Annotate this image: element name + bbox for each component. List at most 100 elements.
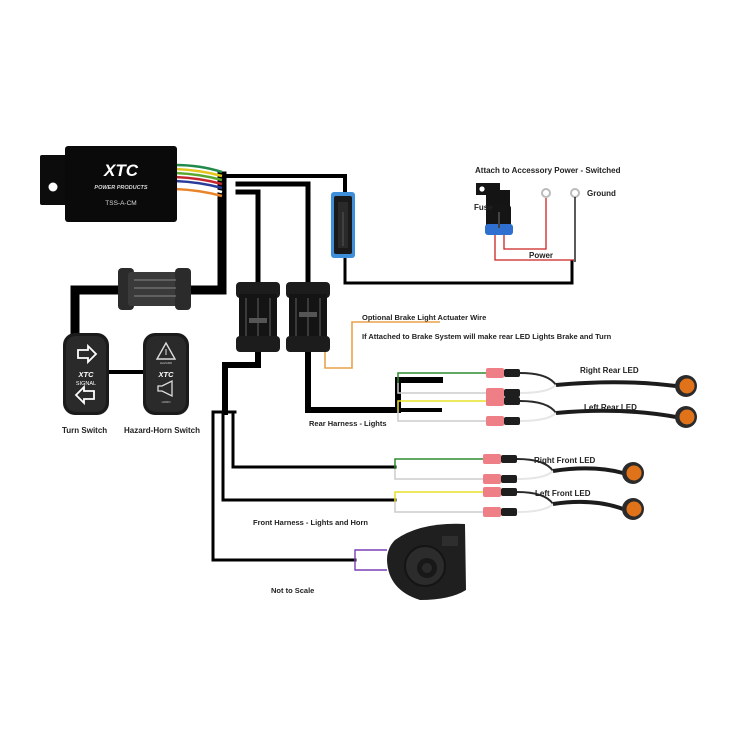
- power-heading: Attach to Accessory Power - Switched: [475, 166, 621, 175]
- signal-wire: [397, 400, 486, 411]
- front-connector-out-wire: [222, 347, 261, 415]
- brake-actuator-wire: [324, 321, 440, 369]
- led-assemblies: Right Rear LED Left Rear LED Right Front L…: [394, 366, 697, 520]
- led-lead-white: [516, 503, 554, 513]
- bullet-connector: [504, 417, 520, 425]
- mount-hole: [48, 182, 58, 192]
- hazard-horn-switch[interactable]: HAZARD XTC HORN: [143, 333, 189, 415]
- crimp-connector: [486, 416, 504, 426]
- crimp-connector: [486, 388, 504, 398]
- hazard-triangle-icon: [155, 341, 177, 360]
- bullet-connector: [501, 488, 517, 496]
- ground-label: Ground: [587, 189, 616, 198]
- white-wire: [394, 469, 483, 480]
- crimp-connector: [483, 507, 501, 517]
- led-lens: [626, 465, 642, 481]
- led-assembly: Right Front LED: [394, 454, 644, 484]
- fuse-label: Fuse: [474, 203, 493, 212]
- bullet-connector: [501, 508, 517, 516]
- led-assembly: Right Rear LED: [397, 366, 697, 398]
- hazard-text: HAZARD: [160, 361, 173, 365]
- signal-wire: [397, 372, 486, 383]
- turn-switch-label: Turn Switch: [62, 426, 107, 435]
- led-lead-white: [519, 412, 557, 422]
- horn: [387, 523, 466, 600]
- crimp-connector: [486, 368, 504, 378]
- horn-wire-purple: [354, 549, 387, 571]
- crimp-connector: [483, 487, 501, 497]
- bullet-connector: [504, 389, 520, 397]
- turn-switch-text: SIGNAL: [76, 381, 96, 387]
- switch-wire: [70, 285, 125, 335]
- crimp-connector: [486, 396, 504, 406]
- led-label: Right Front LED: [534, 456, 596, 465]
- right-front-harness-wire: [231, 410, 397, 469]
- bullet-connector: [504, 397, 520, 405]
- bullet-connector: [504, 369, 520, 377]
- power-red-wire-2: [494, 235, 574, 261]
- front-harness-connector: [236, 282, 280, 352]
- fuse-tap: [476, 183, 513, 235]
- horn-harness-wire: [211, 410, 357, 562]
- led-lead-black: [516, 458, 554, 472]
- led-lens: [679, 409, 695, 425]
- led-lead-black: [516, 491, 554, 505]
- not-to-scale-note: Not to Scale: [271, 586, 314, 595]
- led-lead-black: [519, 400, 557, 414]
- ground-ring-terminal: [570, 188, 580, 198]
- turn-switch[interactable]: XTC SIGNAL: [63, 333, 109, 415]
- led-lens: [679, 378, 695, 394]
- brake-line-1: Optional Brake Light Actuater Wire: [362, 313, 486, 322]
- signal-wire: [394, 458, 483, 469]
- crimp-connector: [483, 474, 501, 484]
- led-cable: [555, 380, 677, 388]
- module-wire-bundle: [174, 163, 223, 198]
- left-arrow-icon: [74, 384, 95, 406]
- module-body: [65, 146, 177, 222]
- wire-to-rear-connector: [235, 181, 311, 288]
- left-front-harness-wire: [221, 410, 397, 502]
- led-cable: [555, 408, 677, 419]
- white-wire: [397, 411, 486, 422]
- rear-harness-label: Rear Harness - Lights: [309, 419, 387, 428]
- led-cable: [552, 499, 624, 511]
- turn-switch-brand: XTC: [78, 370, 95, 379]
- module-model: TSS-A-CM: [105, 200, 136, 207]
- hazard-switch-brand: XTC: [158, 370, 175, 379]
- led-label: Right Rear LED: [580, 366, 639, 375]
- right-arrow-icon: [77, 343, 98, 365]
- white-wire: [394, 502, 483, 513]
- power-feed-wire: [343, 253, 574, 285]
- crimp-connector: [483, 454, 501, 464]
- signal-wire: [394, 491, 483, 502]
- brake-line-2: If Attached to Brake System will make re…: [362, 332, 612, 341]
- led-label: Left Rear LED: [584, 403, 637, 412]
- led-lead-white: [516, 470, 554, 480]
- bullet-connector: [501, 475, 517, 483]
- module-mount-tab: [40, 155, 70, 205]
- front-harness-label: Front Harness - Lights and Horn: [253, 518, 368, 527]
- horn-icon: [157, 379, 173, 398]
- led-assembly: Left Rear LED: [397, 396, 697, 428]
- hazard-horn-switch-label: Hazard-Horn Switch: [124, 426, 200, 435]
- power-label: Power: [529, 251, 553, 260]
- power-ring-terminal: [541, 188, 551, 198]
- horn-text: HORN: [162, 400, 171, 404]
- top-wire-to-blue-connector: [220, 174, 347, 197]
- led-lead-white: [519, 384, 557, 394]
- bullet-connector: [501, 455, 517, 463]
- led-lens: [626, 501, 642, 517]
- rear-harness-connector: [286, 282, 330, 352]
- led-cable: [552, 466, 624, 475]
- led-assembly: Left Front LED: [394, 487, 644, 520]
- switch-inline-connector: [118, 268, 191, 310]
- white-wire: [397, 383, 486, 394]
- control-module: XTC POWER PRODUCTS TSS-A-CM: [40, 146, 223, 222]
- module-brand: XTC: [103, 161, 139, 180]
- led-lead-black: [519, 372, 557, 386]
- power-red-wire-1: [503, 198, 547, 250]
- led-label: Left Front LED: [535, 489, 591, 498]
- module-subtitle: POWER PRODUCTS: [94, 185, 148, 191]
- blue-connector: [331, 192, 355, 258]
